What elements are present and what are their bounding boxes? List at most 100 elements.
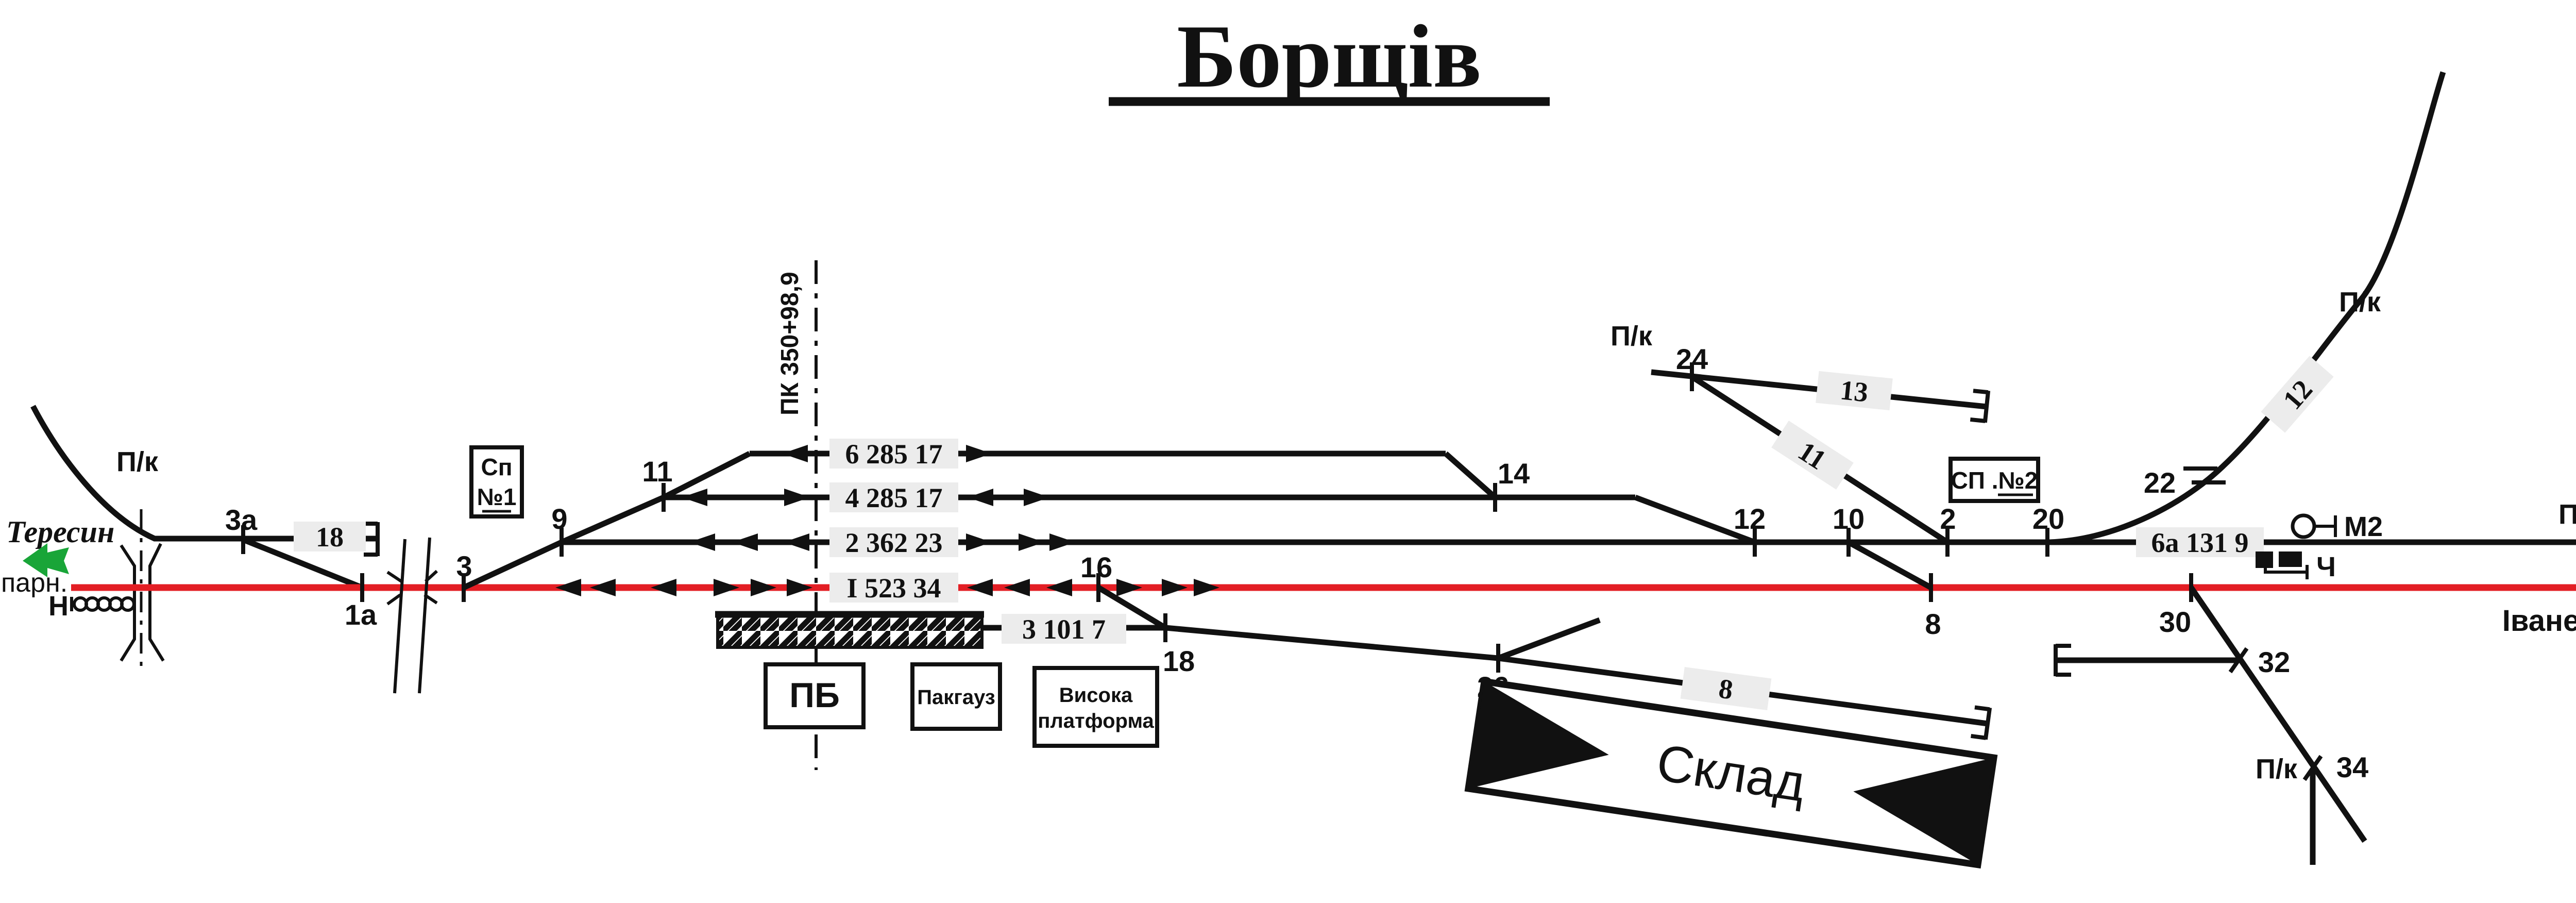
arrow-right-icon: [714, 579, 739, 596]
station-title: Борщів: [1177, 6, 1481, 106]
signal-m2-icon: [2291, 513, 2316, 539]
post1-line1: Сп: [481, 454, 512, 480]
switch-label-30: 30: [2159, 606, 2191, 638]
left-approach: Тересин парн. Н П/к: [1, 446, 159, 622]
left-station-name: Тересин: [6, 515, 114, 549]
arrow-left-icon: [967, 579, 993, 596]
title-block: Борщів: [1109, 6, 1550, 106]
signal-m2-label: М2: [2344, 511, 2383, 542]
switch-label-1a: 1а: [345, 598, 377, 631]
track3-label: 3 101 7: [1022, 614, 1106, 645]
signal-ch-label: Ч: [2316, 551, 2336, 582]
pk-label-top-right: П/к: [2339, 287, 2381, 317]
arrow-right-icon: [751, 579, 776, 596]
link-4-12: [1634, 494, 1756, 545]
switch-label-11: 11: [642, 455, 672, 488]
arrow-left-icon: [784, 533, 809, 551]
pb-building: ПБ: [764, 662, 866, 729]
warehouse-building: Склад: [1464, 677, 1998, 869]
deadend-track32-icon: [2054, 644, 2071, 677]
signal-n-label: Н: [48, 591, 69, 622]
track6a-label-bg: [2136, 527, 2264, 557]
signal-ch-icon: [2256, 551, 2273, 568]
axis-km-label: ПК 350+98,9: [776, 272, 804, 415]
signal-ch-icon: [2279, 551, 2302, 567]
track3-label-bg: [1002, 614, 1126, 644]
track12-label-group: 12: [2261, 356, 2334, 433]
arrow-right-icon: [787, 579, 812, 596]
switch-label-12: 12: [1734, 503, 1766, 535]
switch-label-3: 3: [456, 550, 472, 582]
arrow-left-icon: [682, 489, 707, 506]
switch-ticks: [241, 362, 2323, 781]
track8-label-group: 8: [1680, 667, 1772, 710]
switch-label-18: 18: [1163, 645, 1195, 677]
track-number-labels: 18 6 285 17 4 285 17 2 362 23 І 523 34 3…: [294, 356, 2334, 710]
track-lines: [30, 71, 2576, 865]
signal-ch: Ч: [2256, 551, 2336, 582]
deadend-track18-icon: [364, 522, 380, 557]
track1-label-bg: [829, 573, 958, 603]
route-arrows: [555, 445, 1219, 596]
switch-label-32: 32: [2258, 646, 2290, 678]
arrow-left-icon: [782, 445, 808, 462]
warehouse-right-gable: [1853, 758, 1994, 865]
link-6-14: [1444, 451, 1497, 500]
arrow-left-icon: [651, 579, 676, 596]
link-3a-1a: [242, 537, 364, 591]
arrow-right-icon: [1162, 579, 1188, 596]
arrow-right-icon: [1019, 533, 1044, 551]
post-2-box: СП .№2: [1948, 457, 2040, 503]
switch-26-stub: [1497, 617, 1601, 661]
switch-label-9: 9: [551, 503, 567, 535]
switch-label-10: 10: [1833, 503, 1865, 535]
arrow-left-icon: [590, 579, 616, 596]
track13-label-group: 13: [1816, 371, 1893, 411]
post1-line2: №1: [477, 483, 517, 510]
level-crossing-icon: [120, 509, 165, 672]
switch-label-34: 34: [2336, 751, 2368, 783]
right-side-labels: П/к П/к П/к П/к непарн. Іване-Пусте: [1611, 287, 2576, 784]
pk-label-far-right: П/к: [2558, 499, 2576, 530]
warehouse-left-gable: [1468, 681, 1609, 789]
arrow-right-icon: [966, 445, 992, 462]
track6-label: 6 285 17: [845, 439, 943, 470]
switch-number-labels: 3а 1а 3 9 11 14 16 18 26 12 10 2 20 24 2…: [225, 343, 2368, 783]
arrow-right-icon: [1194, 579, 1219, 596]
high-platform-line2: платформа: [1038, 710, 1154, 732]
signal-n-icon: [70, 596, 135, 612]
left-direction-arrow-icon: [23, 543, 69, 577]
switch-label-22: 22: [2144, 466, 2176, 499]
insulated-joint-22-icon: [2183, 466, 2226, 484]
switch-label-16: 16: [1080, 551, 1112, 583]
track4-label: 4 285 17: [845, 482, 943, 513]
arrow-left-icon: [968, 489, 993, 506]
arrow-left-icon: [1046, 579, 1072, 596]
signal-m2: М2: [2291, 511, 2383, 542]
pb-label: ПБ: [789, 676, 840, 715]
arrow-left-icon: [732, 533, 758, 551]
arrow-left-icon: [689, 533, 715, 551]
pakhauz-label: Пакгауз: [917, 686, 995, 709]
track11-label-group: 11: [1771, 421, 1854, 490]
switch-label-20: 20: [2032, 503, 2064, 535]
low-platform: [715, 611, 984, 649]
track2-label: 2 362 23: [845, 527, 943, 558]
pk-label-bottom-right: П/к: [2256, 754, 2298, 784]
track2-label-bg: [829, 527, 958, 557]
arrow-left-icon: [555, 579, 581, 596]
left-siding-curve: [30, 405, 378, 542]
pk-exit-curve: [2049, 71, 2446, 545]
track1-label: І 523 34: [846, 573, 941, 604]
switch-label-3a: 3а: [225, 504, 258, 536]
switch-label-8: 8: [1925, 608, 1941, 640]
track18-label-bg: [294, 522, 366, 551]
track6-label-bg: [829, 439, 958, 469]
high-platform-line1: Висока: [1059, 684, 1133, 707]
station-axis: ПК 350+98,9: [776, 260, 818, 770]
arrow-left-icon: [1004, 579, 1030, 596]
arrow-right-icon: [1049, 533, 1075, 551]
switch-label-14: 14: [1498, 457, 1530, 490]
